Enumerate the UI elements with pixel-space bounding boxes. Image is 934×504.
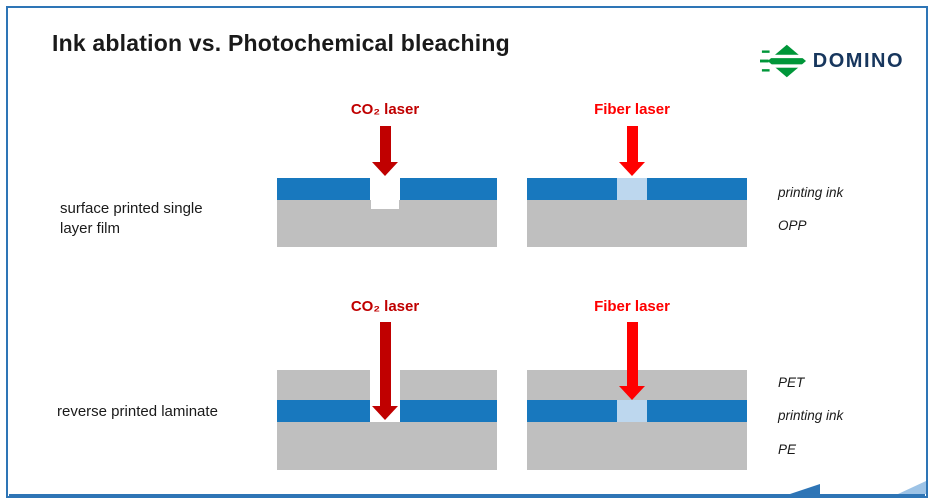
row1-substrate-notch (371, 200, 399, 209)
row1-bleached-spot (617, 178, 647, 200)
row1-fiber-arrow-icon (619, 126, 645, 176)
domino-logo: DOMINO (759, 44, 904, 78)
row2-ablated-ink-right-segment (400, 400, 497, 422)
row2-fiber-arrow-icon (619, 322, 645, 400)
row2-co2-arrow-icon (372, 322, 398, 420)
bottom-triangle-large (898, 481, 926, 494)
row1-co2-arrow-icon (372, 126, 398, 176)
row1-ablated-ink-right-segment (400, 178, 497, 200)
row1-label: surface printed single layer film (60, 200, 203, 238)
row2-co2-laser-label: CO₂ laser (350, 298, 420, 315)
bottom-triangle-small (790, 484, 820, 494)
row2-ink-label: printing ink (778, 408, 844, 423)
row2-bottomfilm-label: PE (778, 442, 797, 457)
domino-logo-text: DOMINO (812, 49, 904, 72)
bottom-accent-line (9, 494, 925, 497)
row2-bleached-spot (617, 400, 647, 422)
row1-bleached-substrate (527, 200, 747, 247)
domino-logo-icon (759, 44, 806, 78)
row1-fiber-laser-label: Fiber laser (594, 101, 670, 118)
row2-ablated-topfilm-left-segment (277, 370, 370, 400)
row1-substrate-label: OPP (778, 218, 807, 233)
row2-topfilm-label: PET (778, 375, 805, 390)
row2-fiber-laser-label: Fiber laser (594, 298, 670, 315)
row2-bleached-bottomfilm (527, 422, 747, 470)
row2-ablated-bottomfilm (277, 422, 497, 470)
row2-label: reverse printed laminate (57, 403, 218, 420)
row1-co2-laser-label: CO₂ laser (350, 101, 420, 118)
row1-ablated-ink-left-segment (277, 178, 370, 200)
slide-title: Ink ablation vs. Photochemical bleaching (52, 30, 510, 56)
row2-ablated-topfilm-right-segment (400, 370, 497, 400)
row1-ink-label: printing ink (778, 185, 844, 200)
row2-ablated-ink-left-segment (277, 400, 370, 422)
